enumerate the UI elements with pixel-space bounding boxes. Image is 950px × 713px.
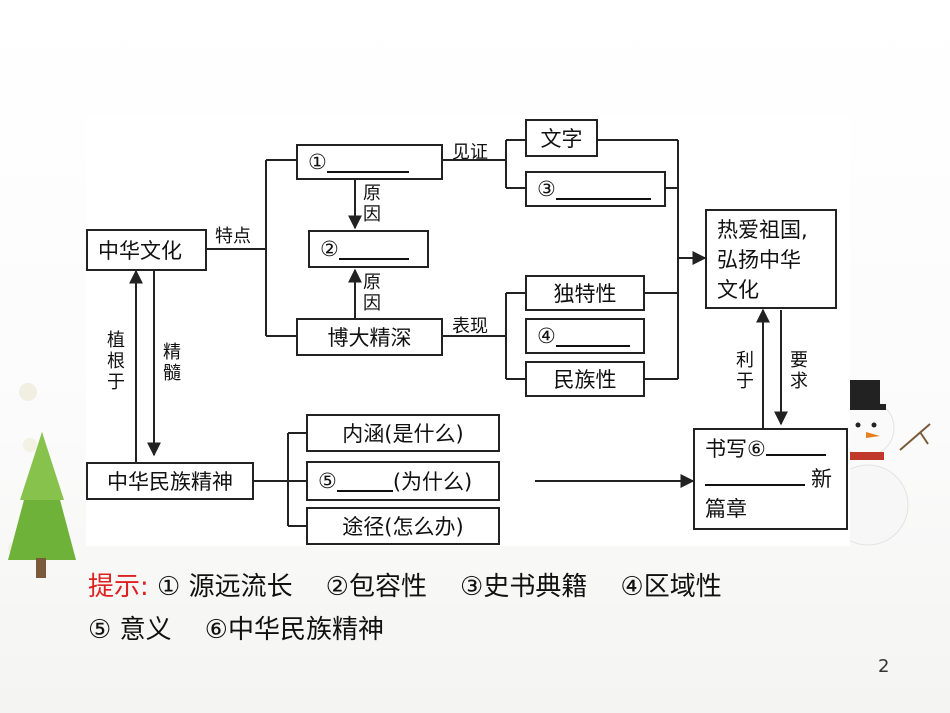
- label-char: 要: [790, 350, 808, 371]
- tree-icon: [8, 432, 76, 578]
- node-label: 中华民族精神: [107, 470, 233, 494]
- node-blank-2: ②: [308, 230, 429, 268]
- label-yuanyin-2: 原 因: [362, 272, 382, 314]
- label-char: 植: [107, 330, 125, 351]
- label-liyu: 利 于: [735, 350, 755, 392]
- node-label: 途径(怎么办): [342, 515, 464, 539]
- fill-blank: [765, 434, 826, 456]
- blank-number: ①: [308, 150, 327, 174]
- fill-blank: [326, 151, 409, 173]
- node-label-line: 弘扬中华: [717, 248, 801, 272]
- hint-item: ⑤ 意义: [88, 615, 172, 645]
- label-char: 于: [107, 372, 125, 393]
- node-label-line: 新: [811, 467, 832, 491]
- node-bodajingshen: 博大精深: [296, 318, 443, 356]
- node-dutexing: 独特性: [525, 275, 645, 311]
- node-label: 中华文化: [98, 239, 182, 263]
- page-number: 2: [878, 656, 890, 677]
- hint-item: ⑥中华民族精神: [204, 615, 384, 645]
- label-yuanyin-1: 原 因: [362, 183, 382, 225]
- node-blank-5: ⑤ (为什么): [306, 461, 500, 501]
- fill-blank: [336, 470, 393, 492]
- hint-item: ① 源远流长: [157, 572, 293, 602]
- label-yaoqiu: 要 求: [789, 350, 809, 392]
- node-label: 博大精深: [327, 326, 412, 350]
- label-char: 精: [163, 342, 181, 363]
- node-label: 独特性: [553, 282, 617, 306]
- node-minzuxing: 民族性: [525, 361, 645, 397]
- node-blank-3: ③: [525, 171, 666, 207]
- node-tujing: 途径(怎么办): [306, 507, 500, 545]
- fill-blank: [555, 178, 651, 200]
- label-char: 原: [363, 272, 381, 293]
- label-char: 求: [790, 371, 808, 392]
- node-label-line: 热爱祖国,: [717, 218, 808, 242]
- node-zhonghua-wenhua: 中华文化: [86, 229, 207, 271]
- hint-item: ④区域性: [620, 572, 722, 602]
- label-jianzheng: 见证: [452, 142, 488, 163]
- fill-blank: [338, 238, 409, 260]
- blank-number: ⑤: [318, 469, 337, 493]
- label-jingsui: 精 髓: [162, 342, 182, 384]
- label-biaoxian: 表现: [452, 316, 488, 337]
- node-minzu-jingshen: 中华民族精神: [86, 462, 254, 500]
- label-char: 因: [363, 293, 381, 314]
- node-neihan: 内涵(是什么): [306, 414, 500, 452]
- node-redai-zuguo: 热爱祖国, 弘扬中华 文化: [705, 209, 837, 309]
- node-blank-4: ④: [525, 318, 645, 354]
- hint-item: ②包容性: [325, 572, 427, 602]
- label-char: 原: [363, 183, 381, 204]
- node-label: 内涵(是什么): [342, 422, 464, 446]
- blank-number: ③: [537, 177, 556, 201]
- node-blank-1: ①: [296, 144, 443, 180]
- hint-item: ③史书典籍: [460, 572, 588, 602]
- node-shuxie: 书写⑥ 新 篇章: [693, 428, 848, 530]
- fill-blank: [555, 325, 630, 347]
- node-label-line: 文化: [717, 278, 759, 302]
- label-char: 利: [736, 350, 754, 371]
- label-zhigenyu: 植 根 于: [106, 330, 126, 393]
- node-wenzi: 文字: [525, 119, 598, 157]
- label-char: 髓: [163, 363, 181, 384]
- node-label: 文字: [540, 127, 583, 151]
- node-label-line: 书写⑥: [705, 437, 766, 461]
- fill-blank: [705, 464, 805, 486]
- label-char: 根: [107, 351, 125, 372]
- label-tedian: 特点: [215, 226, 251, 247]
- label-char: 于: [736, 371, 754, 392]
- hint-line-1: 提示: ① 源远流长 ②包容性 ③史书典籍 ④区域性: [88, 566, 722, 603]
- blank-number: ②: [320, 237, 339, 261]
- blank-number: ④: [537, 324, 556, 348]
- node-label: 民族性: [553, 368, 617, 392]
- node-label-line: 篇章: [705, 497, 747, 521]
- hint-label: 提示:: [88, 572, 149, 602]
- hint-line-2: ⑤ 意义 ⑥中华民族精神: [88, 609, 384, 646]
- label-char: 因: [363, 204, 381, 225]
- node-label: (为什么): [392, 470, 473, 494]
